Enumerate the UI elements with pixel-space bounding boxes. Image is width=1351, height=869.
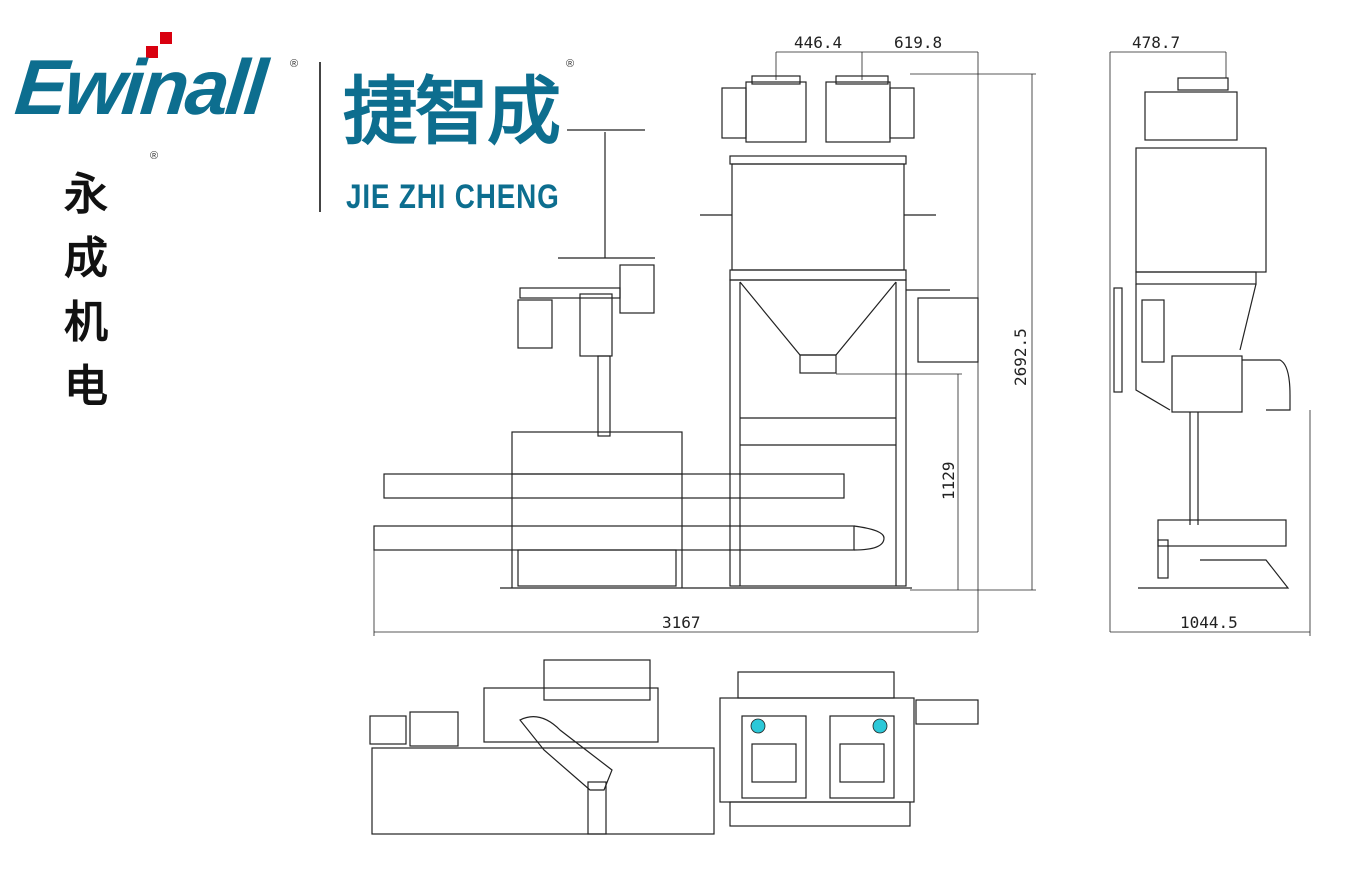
side-dimension-lines [1109, 51, 1311, 636]
top-view-sensors [750, 718, 888, 734]
dim-front-width: 3167 [662, 613, 701, 632]
dim-front-top-left: 446.4 [794, 33, 842, 52]
logo-red-square [160, 32, 172, 44]
top-view [369, 659, 979, 835]
registered-mark: ® [566, 58, 575, 70]
logo-product-pinyin: JIE ZHI CHENG [346, 178, 560, 216]
registered-mark: ® [290, 58, 299, 70]
dim-side-top: 478.7 [1132, 33, 1180, 52]
dim-side-width: 1044.5 [1180, 613, 1238, 632]
logo-brand-chinese: 永成机电 [64, 169, 110, 412]
front-dimension-lines [373, 51, 1036, 636]
dim-front-top-right: 619.8 [894, 33, 942, 52]
logo-product-chinese: 捷智成 [343, 69, 561, 155]
registered-mark: ® [150, 150, 159, 162]
logo-divider [319, 62, 321, 212]
front-view [373, 75, 979, 589]
logo-red-square [146, 46, 158, 58]
side-view [1113, 77, 1291, 589]
dim-discharge-height: 1129 [939, 461, 958, 500]
dim-front-height: 2692.5 [1011, 328, 1030, 386]
